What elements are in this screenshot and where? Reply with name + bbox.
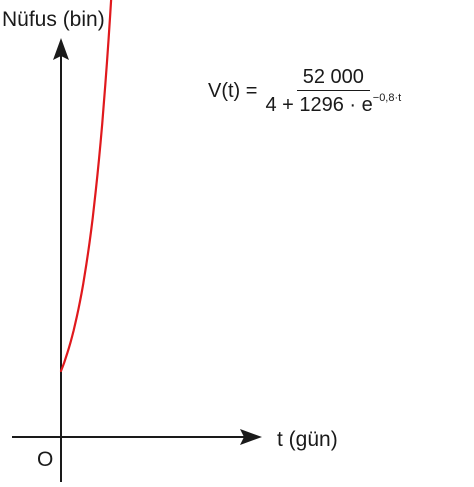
x-axis-label: t (gün) — [277, 428, 338, 451]
function-formula: V(t) = 52 000 4 + 1296 · e−0,8·t — [208, 66, 403, 117]
origin-label: O — [37, 448, 53, 471]
x-axis-arrowhead — [240, 429, 262, 445]
formula-denominator-base: 4 + 1296 · e — [265, 94, 373, 116]
growth-curve — [59, 0, 113, 373]
formula-fraction: 52 000 4 + 1296 · e−0,8·t — [263, 66, 403, 117]
y-axis-label: Nüfus (bin) — [2, 8, 105, 31]
formula-denominator: 4 + 1296 · e−0,8·t — [263, 91, 403, 117]
y-axis-arrowhead — [53, 38, 69, 60]
formula-lhs: V(t) = — [208, 80, 258, 102]
formula-exponent: −0,8·t — [372, 92, 402, 104]
formula-numerator: 52 000 — [296, 66, 370, 91]
